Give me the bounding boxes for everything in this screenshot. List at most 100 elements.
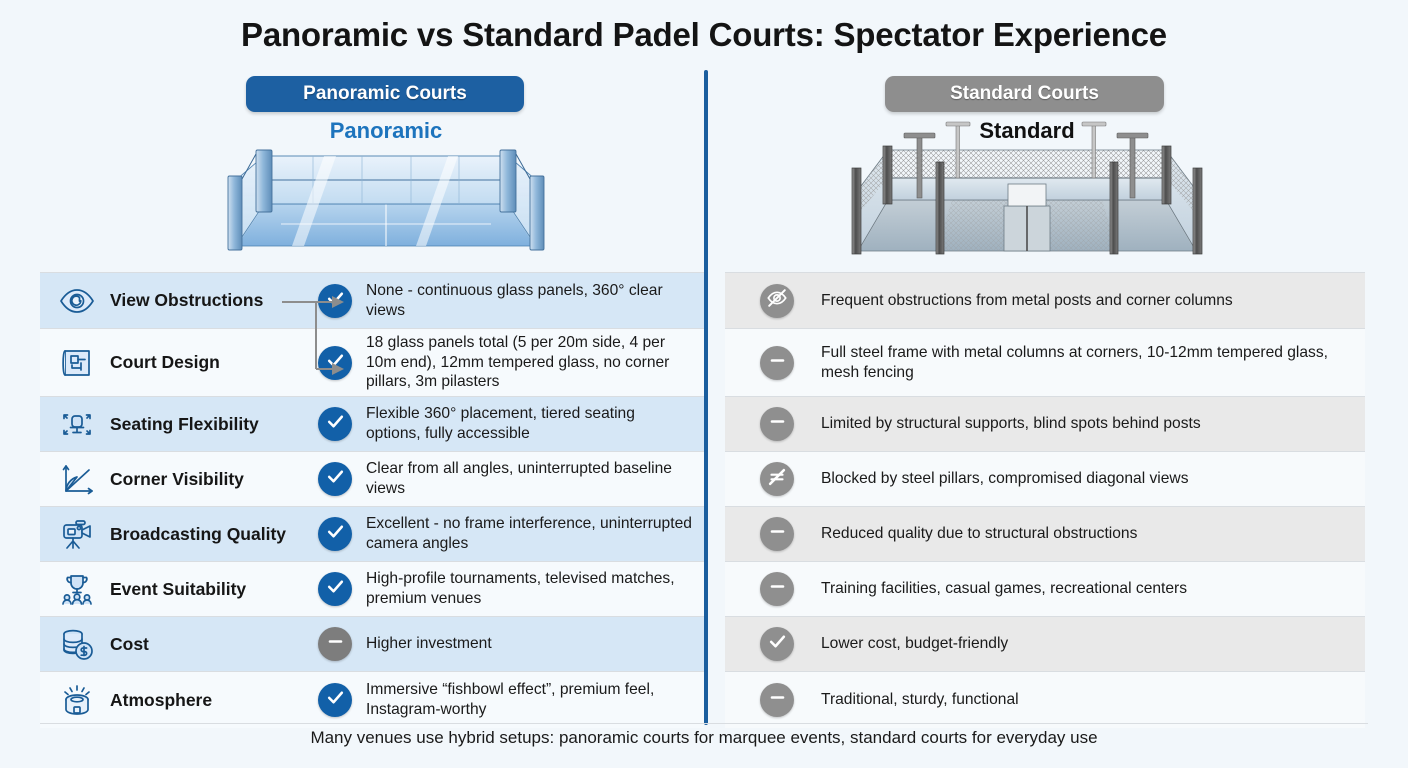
table-row: Cost Higher investment Lower cost, budge… <box>0 616 1408 671</box>
trophy-crowd-icon <box>48 571 106 607</box>
minus-icon <box>768 351 787 375</box>
standard-description: Blocked by steel pillars, compromised di… <box>821 470 1189 488</box>
status-circle <box>760 283 794 318</box>
panoramic-status <box>304 627 366 661</box>
feature-label: View Obstructions <box>110 290 264 311</box>
standard-description: Training facilities, casual games, recre… <box>821 580 1188 598</box>
feature-label: Event Suitability <box>110 578 247 599</box>
panoramic-status <box>304 462 366 496</box>
blueprint-icon <box>48 345 106 381</box>
feature-label: Atmosphere <box>110 689 213 710</box>
standard-description: Full steel frame with metal columns at c… <box>821 343 1328 381</box>
status-circle <box>318 683 352 717</box>
row-right-half: Frequent obstructions from metal posts a… <box>704 272 1408 328</box>
table-row: View Obstructions None - continuous glas… <box>0 272 1408 328</box>
row-right-half: Lower cost, budget-friendly <box>704 616 1408 671</box>
row-right-half: Reduced quality due to structural obstru… <box>704 506 1408 561</box>
panoramic-cell: Court Design 18 glass panels total (5 pe… <box>40 328 704 396</box>
panoramic-cell: Seating Flexibility Flexible 360° placem… <box>40 396 704 451</box>
eye-icon <box>48 283 106 319</box>
panoramic-status <box>304 683 366 717</box>
column-header-standard-label: Standard Courts <box>950 83 1099 104</box>
status-circle <box>318 283 352 318</box>
check-icon <box>768 632 787 656</box>
column-header-panoramic-label: Panoramic Courts <box>303 83 467 104</box>
standard-cell: Frequent obstructions from metal posts a… <box>725 272 1365 328</box>
standard-court-svg <box>851 121 1203 255</box>
status-circle <box>760 407 794 441</box>
status-circle <box>760 572 794 606</box>
check-icon <box>326 412 345 436</box>
status-circle <box>318 345 352 380</box>
standard-court-illustration: Standard <box>836 118 1218 264</box>
panoramic-description: Higher investment <box>366 635 492 653</box>
row-left-half: Event Suitability High-profile tournamen… <box>0 561 704 616</box>
standard-status <box>733 627 821 661</box>
standard-cell: Traditional, sturdy, functional <box>725 671 1365 728</box>
check-icon <box>326 688 345 712</box>
minus-icon <box>768 522 787 546</box>
minus-icon <box>768 577 787 601</box>
standard-cell: Limited by structural supports, blind sp… <box>725 396 1365 451</box>
standard-cell: Lower cost, budget-friendly <box>725 616 1365 671</box>
seat-arrows-icon <box>48 406 106 442</box>
standard-status <box>733 683 821 717</box>
table-row: Seating Flexibility Flexible 360° placem… <box>0 396 1408 451</box>
video-camera-icon <box>48 516 106 552</box>
standard-description: Frequent obstructions from metal posts a… <box>821 291 1233 309</box>
panoramic-description: Clear from all angles, uninterrupted bas… <box>366 460 672 497</box>
panoramic-description: None - continuous glass panels, 360° cle… <box>366 281 663 319</box>
standard-description: Lower cost, budget-friendly <box>821 635 1009 653</box>
status-circle <box>318 407 352 441</box>
panoramic-court-label: Panoramic <box>329 118 443 143</box>
panoramic-description: Excellent - no frame interference, unint… <box>366 515 692 552</box>
standard-description: Traditional, sturdy, functional <box>821 691 1019 709</box>
check-icon <box>326 467 345 491</box>
row-right-half: Limited by structural supports, blind sp… <box>704 396 1408 451</box>
standard-cell: Reduced quality due to structural obstru… <box>725 506 1365 561</box>
footer-divider <box>40 723 1368 724</box>
panoramic-court-svg <box>227 149 545 251</box>
standard-status <box>733 345 821 380</box>
table-row: Broadcasting Quality Excellent - no fram… <box>0 506 1408 561</box>
panoramic-description: Immersive “fishbowl effect”, premium fee… <box>366 681 655 718</box>
row-left-half: Corner Visibility Clear from all angles,… <box>0 451 704 506</box>
check-icon <box>326 351 345 375</box>
status-circle <box>318 627 352 661</box>
status-circle <box>760 462 794 496</box>
status-circle <box>318 462 352 496</box>
panoramic-status <box>304 517 366 551</box>
eye-slash-icon <box>766 287 788 314</box>
panoramic-cell: Cost Higher investment <box>40 616 704 671</box>
status-circle <box>318 572 352 606</box>
panoramic-cell: Atmosphere Immersive “fishbowl effect”, … <box>40 671 704 728</box>
column-header-standard: Standard Courts <box>885 76 1164 112</box>
standard-cell: Full steel frame with metal columns at c… <box>725 328 1365 396</box>
feature-label: Corner Visibility <box>110 468 244 489</box>
row-left-half: Cost Higher investment <box>0 616 704 671</box>
center-divider <box>704 70 708 725</box>
standard-status <box>733 283 821 318</box>
footer-note: Many venues use hybrid setups: panoramic… <box>310 728 1098 747</box>
row-left-half: Broadcasting Quality Excellent - no fram… <box>0 506 704 561</box>
status-circle <box>318 517 352 551</box>
status-circle <box>760 627 794 661</box>
standard-status <box>733 407 821 441</box>
standard-cell: Blocked by steel pillars, compromised di… <box>725 451 1365 506</box>
row-left-half: View Obstructions None - continuous glas… <box>0 272 704 328</box>
feature-label: Court Design <box>110 352 220 373</box>
row-left-half: Atmosphere Immersive “fishbowl effect”, … <box>0 671 704 728</box>
stadium-icon <box>48 682 106 718</box>
table-row: Event Suitability High-profile tournamen… <box>0 561 1408 616</box>
check-icon <box>326 289 345 313</box>
slash-icon <box>766 466 788 493</box>
panoramic-court-illustration: Panoramic <box>196 118 576 264</box>
check-icon <box>326 577 345 601</box>
row-right-half: Blocked by steel pillars, compromised di… <box>704 451 1408 506</box>
feature-label: Broadcasting Quality <box>110 523 287 544</box>
standard-cell: Training facilities, casual games, recre… <box>725 561 1365 616</box>
standard-description: Limited by structural supports, blind sp… <box>821 415 1201 433</box>
column-header-panoramic: Panoramic Courts <box>246 76 524 112</box>
panoramic-status <box>304 572 366 606</box>
row-right-half: Traditional, sturdy, functional <box>704 671 1408 728</box>
